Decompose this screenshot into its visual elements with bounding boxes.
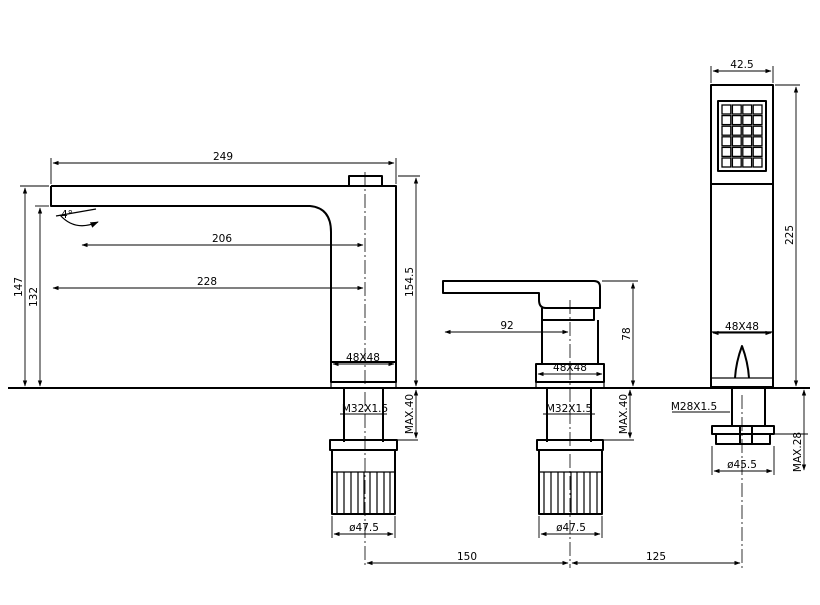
dim-spout-reach-upper: 206 — [212, 233, 232, 245]
dim-shower-shank-max: MAX.28 — [792, 432, 804, 472]
spray-nozzle — [721, 125, 732, 136]
dim-spout-to-mixer: 150 — [457, 551, 477, 563]
mixer-body — [541, 320, 599, 364]
dim-mixer-shank-max: MAX.40 — [618, 394, 630, 434]
spray-nozzle — [721, 136, 732, 147]
spout-outline — [50, 185, 397, 362]
hand-shower-shank — [731, 388, 766, 426]
dim-head-width: 42.5 — [730, 59, 753, 71]
hose-connector — [734, 345, 750, 379]
dim-shower-length: 225 — [784, 225, 796, 245]
dim-spout-reach-lower: 228 — [197, 276, 217, 288]
dim-spout-nut-diameter: ø47.5 — [349, 522, 379, 534]
hand-shower-nut — [711, 425, 775, 435]
dim-shower-thread: M28X1.5 — [671, 401, 717, 413]
mixer-assembly: 92 78 48X48 M32X1.5 MAX.40 ø47.5 — [442, 280, 638, 568]
dim-shower-base-square: 48X48 — [725, 321, 759, 333]
spray-nozzle — [721, 146, 732, 158]
spout-assembly: 4° 249 206 228 147 132 154.5 48X48 M32X1… — [13, 151, 420, 568]
hand-shower-assembly: 42.5 225 48X48 M28X1.5 MAX.28 ø45.5 — [671, 59, 808, 568]
dim-shower-nut-diameter: ø45.5 — [727, 459, 757, 471]
spray-nozzle — [731, 114, 742, 126]
dim-lever-length: 92 — [500, 320, 513, 332]
spray-nozzle — [752, 104, 763, 115]
spray-nozzle — [742, 114, 753, 126]
spout-top-cap — [348, 175, 383, 187]
dim-mixer-height: 78 — [621, 327, 633, 340]
spray-nozzle — [742, 136, 753, 147]
spray-face — [717, 100, 767, 172]
spray-nozzle — [742, 125, 753, 136]
dim-mixer-nut-diameter: ø47.5 — [556, 522, 586, 534]
tilt-angle-arc — [59, 214, 99, 228]
spray-nozzle-grid — [721, 104, 763, 168]
dim-body-height: 154.5 — [404, 267, 416, 297]
spray-nozzle — [752, 136, 763, 147]
dim-total-height: 147 — [13, 277, 25, 297]
spacing-dimensions: 150 125 — [366, 551, 741, 566]
spray-nozzle — [731, 104, 742, 115]
mixer-shank — [546, 388, 592, 442]
spray-nozzle — [752, 146, 763, 158]
dim-mixer-to-shower: 125 — [646, 551, 666, 563]
spray-nozzle — [731, 136, 742, 147]
spray-nozzle — [731, 125, 742, 136]
spray-nozzle — [731, 157, 742, 168]
spray-nozzle — [721, 104, 732, 115]
dim-mixer-base-square: 48X48 — [553, 362, 587, 374]
spray-nozzle — [721, 114, 732, 126]
spray-nozzle — [742, 146, 753, 158]
spray-nozzle — [742, 157, 753, 168]
dim-spout-shank-max: MAX.40 — [404, 394, 416, 434]
spout-shank — [343, 388, 384, 442]
mixer-lever — [442, 280, 601, 309]
spout-base-plate — [330, 361, 397, 383]
spray-nozzle — [731, 146, 742, 158]
dim-spout-base-square: 48X48 — [346, 352, 380, 364]
dim-mixer-thread: M32X1.5 — [546, 403, 592, 415]
dim-outlet-height: 132 — [28, 287, 40, 307]
dim-overall-length: 249 — [213, 151, 233, 163]
hand-shower-body — [710, 84, 774, 388]
spray-nozzle — [721, 157, 732, 168]
spray-nozzle — [752, 114, 763, 126]
dim-spout-thread: M32X1.5 — [342, 403, 388, 415]
spray-nozzle — [752, 125, 763, 136]
spray-nozzle — [752, 157, 763, 168]
spray-nozzle — [742, 104, 753, 115]
tilt-angle-label: 4° — [61, 209, 73, 221]
